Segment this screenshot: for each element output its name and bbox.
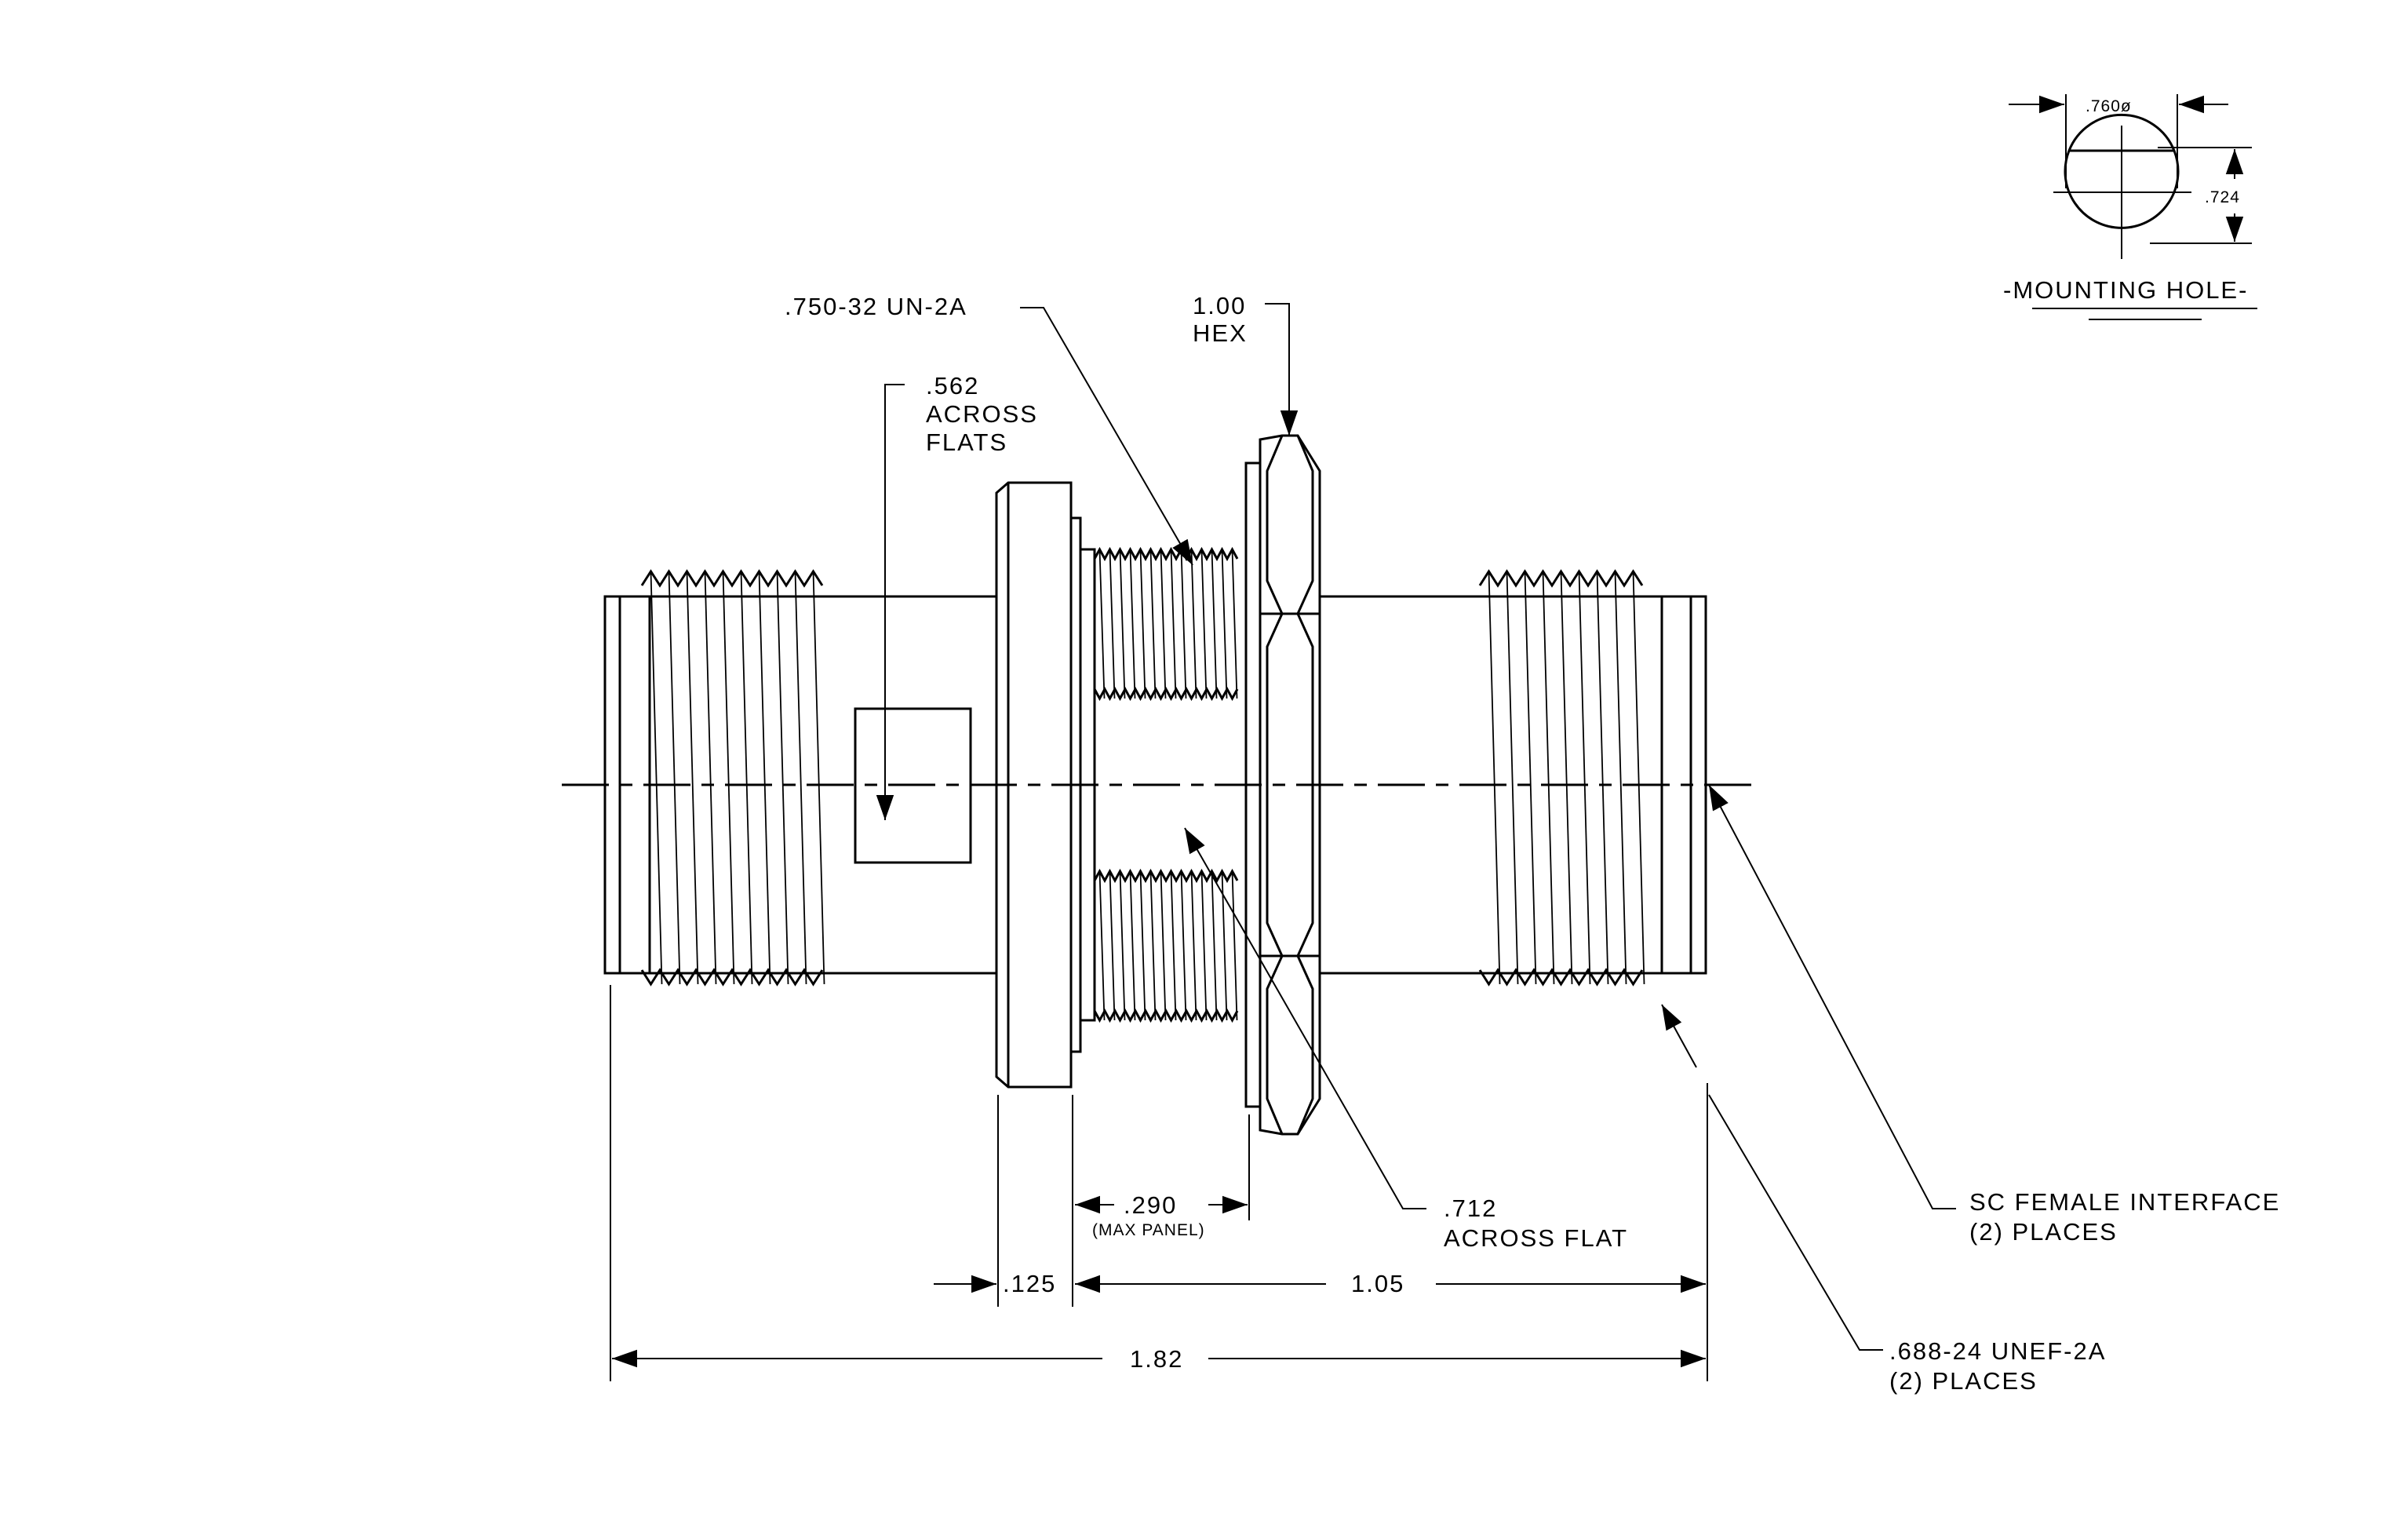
mounting-hole-flat: .724 (2205, 188, 2240, 206)
hex-label: HEX (1193, 319, 1248, 347)
left-thread (640, 569, 825, 987)
flat-712-value: .712 (1444, 1195, 1497, 1222)
flats-562-line1: ACROSS (926, 400, 1038, 428)
mounting-hole-title: -MOUNTING HOLE- (2003, 276, 2248, 304)
sc-interface-line1: SC FEMALE INTERFACE (1969, 1188, 2280, 1216)
body-dim-value: 1.05 (1351, 1270, 1404, 1297)
thread-688-line1: .688-24 UNEF-2A (1889, 1337, 2106, 1365)
panel-dim-value: .290 (1124, 1191, 1177, 1219)
thread-750-label: .750-32 UN-2A (785, 293, 967, 320)
flat-712-label: ACROSS FLAT (1444, 1224, 1628, 1252)
flange-dim-value: .125 (1003, 1270, 1056, 1297)
right-thread (1478, 569, 1645, 987)
mounting-hole-detail (2009, 94, 2257, 320)
flats-562-value: .562 (926, 372, 979, 399)
dimension-lines (610, 985, 1708, 1381)
hex-nut (1259, 434, 1321, 1136)
mounting-hole-diameter: .760ø (2086, 97, 2132, 115)
panel-dim-note: (MAX PANEL) (1092, 1221, 1205, 1239)
thread-688-line2: (2) PLACES (1889, 1367, 2038, 1395)
panel-thread (1093, 546, 1239, 1023)
flats-562-line2: FLATS (926, 429, 1007, 456)
sc-interface-line2: (2) PLACES (1969, 1218, 2118, 1246)
leaders (876, 303, 1956, 1351)
hex-size-label: 1.00 (1193, 292, 1246, 319)
mounting-hole-shape (2064, 113, 2180, 229)
overall-dim-value: 1.82 (1130, 1345, 1183, 1373)
